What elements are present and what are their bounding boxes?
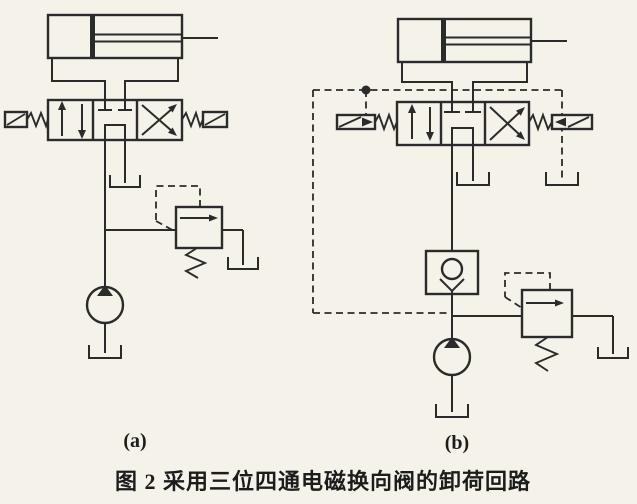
tank-symbol-drain-b <box>545 172 579 186</box>
spring-left-icon <box>26 110 49 129</box>
center-unloading-position <box>98 100 132 140</box>
relief-valve-a <box>105 185 259 279</box>
cylinder-valve-lines-b <box>401 62 528 102</box>
directional-valve-b <box>335 100 594 147</box>
figure-caption: 图 2 采用三位四通电磁换向阀的卸荷回路 <box>115 469 531 494</box>
tank-symbol-relief-a <box>227 257 259 270</box>
spring-right-icon <box>528 112 553 132</box>
center-unloading-position <box>444 102 481 145</box>
pump-b <box>432 291 472 418</box>
pump-a <box>85 140 125 359</box>
tank-symbol-relief-b <box>597 347 629 359</box>
pilot-line-a <box>155 185 201 221</box>
parallel-flow-position <box>408 104 434 141</box>
relief-spring-b <box>534 336 560 372</box>
directional-valve-a <box>3 98 229 142</box>
sub-label-b: (b) <box>445 432 469 454</box>
pump-flow-triangle <box>97 285 113 296</box>
tank-symbol-valve-a <box>109 140 141 188</box>
diagram-a <box>3 13 259 359</box>
spring-right-icon <box>181 110 204 129</box>
pilot-line-network-b <box>312 85 563 314</box>
tank-symbol-pump-a <box>88 345 122 359</box>
hydraulic-cylinder-b <box>396 17 567 64</box>
piston <box>441 19 446 62</box>
piston <box>90 15 95 58</box>
tank-symbol-pump-b <box>435 404 469 418</box>
spring-left-icon <box>374 112 398 132</box>
solenoid-pilot-right-icon <box>550 113 594 131</box>
solenoid-right-icon <box>201 110 229 129</box>
pilot-junction-dot <box>361 85 371 95</box>
tank-symbol-valve-b <box>456 145 490 186</box>
hydraulic-cylinder-a <box>46 13 218 60</box>
solenoid-pilot-left-icon <box>335 113 377 131</box>
solenoid-left-icon <box>3 110 29 129</box>
cylinder-valve-lines-a <box>51 58 179 100</box>
pilot-line-relief-b <box>504 272 551 297</box>
check-valve-b <box>424 145 480 296</box>
relief-spring-a <box>183 247 208 279</box>
crossed-flow-position <box>489 106 525 141</box>
diagram-b <box>312 17 629 418</box>
crossed-flow-position <box>141 104 177 136</box>
parallel-flow-position <box>58 101 86 139</box>
relief-valve-b <box>452 272 629 372</box>
sub-label-a: (a) <box>123 430 146 452</box>
pump-flow-triangle <box>444 337 460 348</box>
